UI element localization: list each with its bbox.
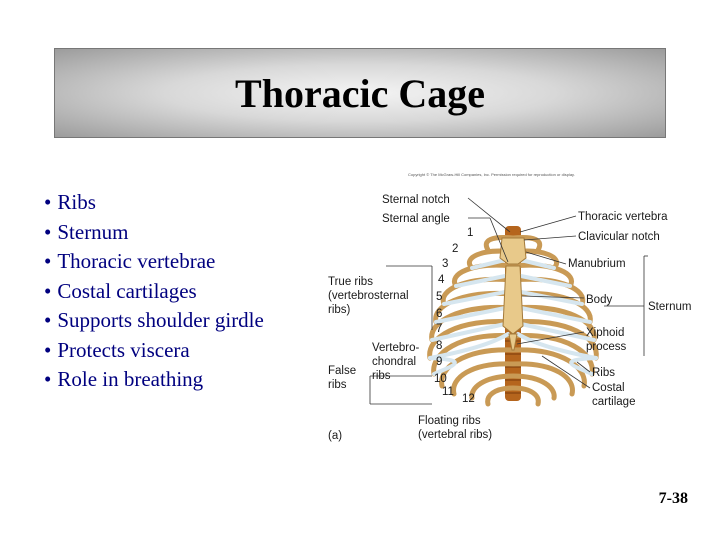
rib-number: 8 [436, 340, 442, 352]
label-false-ribs-2: ribs [328, 379, 347, 391]
label-vertebrochondral-2: chondral [372, 356, 416, 368]
bullet-item: •Supports shoulder girdle [44, 308, 264, 332]
bullet-item: •Ribs [44, 190, 96, 214]
rib-number: 4 [438, 274, 445, 286]
label-vertebrochondral: Vertebro- [372, 342, 419, 354]
label-floating-ribs-2: (vertebral ribs) [418, 429, 492, 441]
rib-number: 1 [467, 227, 473, 239]
label-sternal-notch: Sternal notch [382, 194, 450, 206]
costal-cartilage [428, 258, 598, 376]
label-vertebrochondral-3: ribs [372, 370, 391, 382]
label-costal-cartilage: Costal [592, 382, 625, 394]
bullet-item: •Role in breathing [44, 367, 204, 391]
bullet-item: •Sternum [44, 219, 129, 244]
thoracic-cage-figure: Copyright © The McGraw-Hill Companies, I… [322, 166, 706, 448]
bullet-list: •Ribs •Sternum •Thoracic vertebrae •Cost… [44, 188, 264, 395]
rib-number: 12 [462, 393, 475, 405]
leader-lines [369, 197, 648, 405]
rib-arcs [427, 235, 599, 407]
label-sternum: Sternum [648, 301, 691, 313]
rib-number: 7 [436, 323, 442, 335]
label-true-ribs: True ribs [328, 276, 373, 288]
rib-number: 11 [442, 386, 454, 398]
slide-number: 7-38 [658, 490, 688, 507]
rib-number: 2 [452, 243, 458, 255]
label-floating-ribs: Floating ribs [418, 415, 481, 427]
label-false-ribs: False [328, 365, 356, 377]
rib-number: 9 [436, 356, 442, 368]
label-manubrium: Manubrium [568, 258, 626, 270]
panel-label: (a) [328, 430, 342, 442]
slide-title: Thoracic Cage [235, 71, 485, 116]
label-true-ribs-end: ribs) [328, 304, 351, 316]
label-true-ribs-sub: (vertebrosternal [328, 290, 409, 302]
label-xiphoid: Xiphoid [586, 327, 624, 339]
label-body: Body [586, 294, 612, 306]
label-thoracic-vertebra: Thoracic vertebra [578, 211, 668, 223]
bullet-item: •Protects viscera [44, 337, 190, 362]
bullet-item: •Thoracic vertebrae [44, 249, 216, 273]
rib-number: 3 [442, 258, 448, 270]
label-sternal-angle: Sternal angle [382, 213, 450, 225]
label-costal-cartilage-2: cartilage [592, 396, 635, 408]
copyright-notice: Copyright © The McGraw-Hill Companies, I… [408, 172, 575, 177]
rib-number: 6 [436, 308, 442, 320]
label-clavicular-notch: Clavicular notch [578, 231, 660, 243]
label-ribs: Ribs [592, 367, 615, 379]
title-bar: Thoracic Cage [54, 48, 666, 138]
thoracic-cage-illustration: Copyright © The McGraw-Hill Companies, I… [328, 172, 691, 442]
rib-number: 10 [434, 373, 447, 385]
rib-number: 5 [436, 291, 442, 303]
bullet-item: •Costal cartilages [44, 278, 197, 303]
label-xiphoid-2: process [586, 341, 627, 353]
